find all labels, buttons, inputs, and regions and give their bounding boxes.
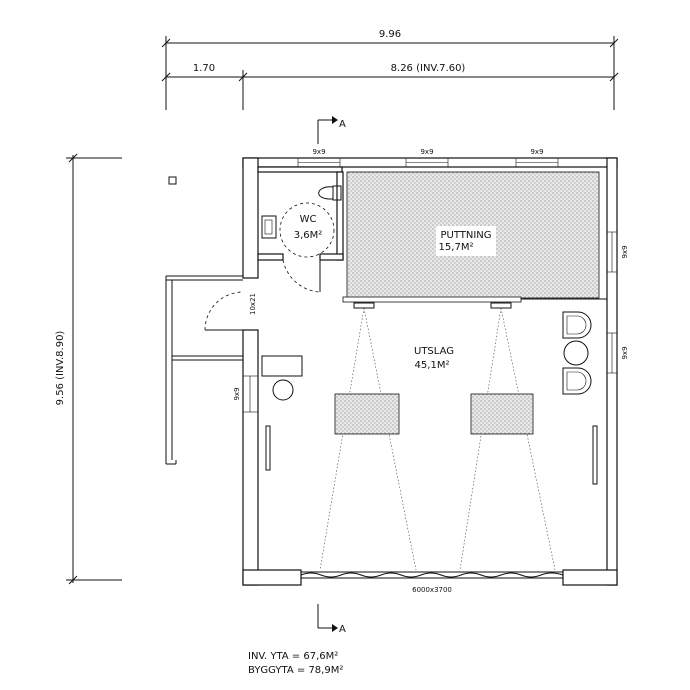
- projector-beams: [319, 302, 556, 571]
- entry-porch: [165, 275, 243, 465]
- window-top-1-label: 9x9: [312, 148, 325, 156]
- top-dimensions: 9.96 1.70 8.26 (INV.7.60): [161, 29, 619, 110]
- right-windows: 9x9 9x9: [606, 231, 629, 374]
- left-segment-label: 1.70: [193, 63, 215, 74]
- total-height-label: 9.56 (INV.8.90): [55, 331, 66, 406]
- garage-door-label: 6000x3700: [412, 586, 452, 594]
- inv-yta-label: INV. YTA = 67,6M²: [248, 651, 338, 662]
- top-windows: 9x9 9x9 9x9: [297, 148, 559, 168]
- wc-walls: [257, 166, 344, 261]
- putting-name: PUTTNING: [440, 230, 491, 241]
- window-top-2-label: 9x9: [420, 148, 433, 156]
- section-top-label: A: [339, 119, 346, 130]
- left-window: 9x9: [233, 375, 259, 413]
- desk-chair: [261, 355, 303, 401]
- window-right-1-label: 9x9: [621, 245, 629, 258]
- section-marker-bottom: A: [317, 604, 346, 635]
- window-left-label: 9x9: [233, 387, 241, 400]
- total-width-label: 9.96: [379, 29, 401, 40]
- wc-name: WC: [300, 214, 317, 225]
- byggyta-label: BYGGYTA = 78,9M²: [248, 665, 343, 676]
- section-marker-top: A: [317, 116, 346, 144]
- window-right-2-label: 9x9: [621, 346, 629, 359]
- putting-area: [342, 171, 600, 303]
- utslag-area: 45,1M²: [415, 360, 450, 371]
- right-segment-label: 8.26 (INV.7.60): [391, 63, 466, 74]
- wc-area: 3,6M²: [294, 230, 323, 241]
- column-marker: [168, 176, 177, 185]
- right-fixtures: [562, 311, 592, 395]
- window-top-3-label: 9x9: [530, 148, 543, 156]
- garage-door: 6000x3700: [300, 571, 564, 594]
- entry-door: 10x21: [204, 291, 257, 331]
- wc-fixtures: [261, 185, 342, 293]
- putting-area-label: 15,7M²: [439, 242, 474, 253]
- utslag-name: UTSLAG: [414, 346, 454, 357]
- wc-door-label: 10x21: [249, 293, 257, 315]
- side-glass-panels: [265, 425, 598, 485]
- section-bottom-label: A: [339, 624, 346, 635]
- left-dimension: 9.56 (INV.8.90): [55, 153, 122, 585]
